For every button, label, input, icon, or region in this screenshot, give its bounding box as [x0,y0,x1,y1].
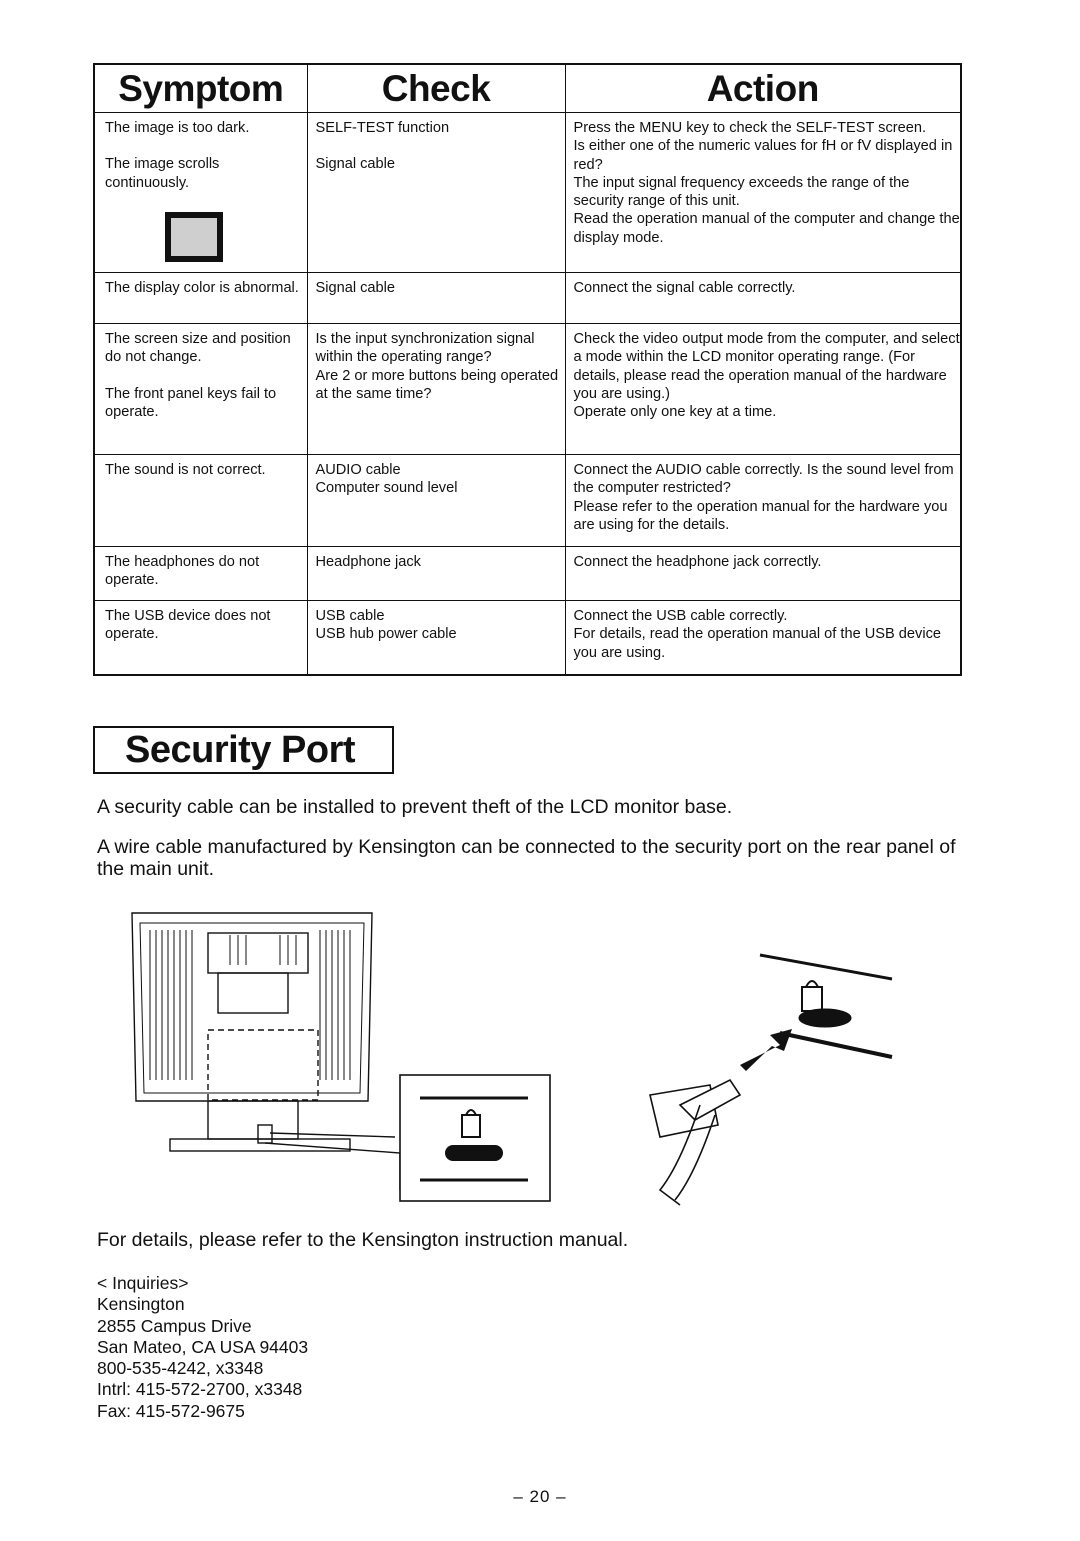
symptom-text: The USB device does not operate. [105,608,271,643]
action-text: Operate only one key at a time. [573,404,777,421]
kensington-lock-icon [399,1074,551,1202]
check-text: Signal cable [315,280,396,296]
check-cell: Headphone jack [306,546,566,601]
action-cell: Connect the headphone jack correctly. [564,546,962,601]
symptom-cell: The screen size and position do not chan… [93,323,308,455]
table-row: The USB device does not operate. USB cab… [93,600,962,675]
check-text: Are 2 or more buttons being operated at … [315,367,559,402]
monitor-rear-icon [131,912,401,1190]
action-cell: Connect the signal cable correctly. [564,272,962,324]
page-number: – 20 – [513,1487,567,1506]
check-cell: Is the input synchronization signal with… [306,323,566,455]
symptom-text: The image scrolls continuously. [105,156,220,191]
action-cell: Connect the AUDIO cable correctly. Is th… [564,454,962,547]
table-row: The screen size and position do not chan… [93,323,962,455]
troubleshooting-table: Symptom Check Action The image is too da… [93,63,962,676]
table-row: The display color is abnormal. Signal ca… [93,272,962,324]
security-port-title: Security Port [93,726,394,774]
table-header-row: Symptom Check Action [93,63,962,113]
action-text: Check the video output mode from the com… [573,331,960,402]
action-text: Connect the USB cable correctly. [573,608,788,624]
check-text: Headphone jack [315,554,421,570]
check-text: Computer sound level [315,480,458,497]
symptom-text: The front panel keys fail to operate. [105,385,277,420]
contact-line: < Inquiries> [97,1273,189,1293]
header-check: Check [306,63,566,113]
table-row: The sound is not correct. AUDIO cable Co… [93,454,962,547]
symptom-cell: The USB device does not operate. [93,600,308,675]
check-cell: Signal cable [306,272,566,324]
security-paragraph-2: A wire cable manufactured by Kensington … [97,836,956,880]
contact-line: Kensington [97,1294,185,1315]
contact-line: 2855 Campus Drive [97,1315,252,1336]
action-text: Connect the signal cable correctly. [573,280,796,296]
symptom-text: The sound is not correct. [105,462,266,478]
arrow-icon [740,1029,792,1071]
contact-line: 800-535-4242, x3348 [97,1358,264,1379]
table-row: The headphones do not operate. Headphone… [93,546,962,601]
contact-info: < Inquiries> Kensington 2855 Campus Driv… [97,1273,308,1422]
action-text: Connect the headphone jack correctly. [573,554,822,570]
check-cell: SELF-TEST function Signal cable [306,112,566,273]
header-action: Action [564,63,962,113]
action-text: The input signal frequency exceeds the r… [573,174,910,210]
security-cable-icon [649,953,893,1206]
contact-line: Fax: 415-572-9675 [97,1400,245,1421]
check-cell: USB cable USB hub power cable [306,600,566,675]
security-port-illustration [131,912,893,1206]
check-text: SELF-TEST function [315,120,450,136]
check-text: AUDIO cable [315,462,401,478]
security-paragraph-3: For details, please refer to the Kensing… [97,1229,629,1251]
header-symptom: Symptom [93,63,308,113]
symptom-cell: The sound is not correct. [93,454,308,547]
check-text: USB cable [315,608,385,624]
contact-line: San Mateo, CA USA 94403 [97,1336,309,1357]
action-text: For details, read the operation manual o… [573,626,942,661]
action-text: Read the operation manual of the compute… [573,211,960,246]
symptom-cell: The headphones do not operate. [93,546,308,601]
action-text: Please refer to the operation manual for… [573,498,948,533]
symptom-text: The screen size and position do not chan… [105,331,291,366]
symptom-cell: The display color is abnormal. [93,272,308,324]
action-text: Press the MENU key to check the SELF-TES… [573,120,927,136]
security-paragraph-1: A security cable can be installed to pre… [97,796,733,818]
check-cell: AUDIO cable Computer sound level [306,454,566,547]
action-cell: Connect the USB cable correctly. For det… [564,600,962,675]
action-cell: Press the MENU key to check the SELF-TES… [564,112,962,273]
action-text: Connect the AUDIO cable correctly. Is th… [573,462,954,497]
scrolling-screen-icon [165,211,223,262]
symptom-text: The image is too dark. [105,120,250,136]
table-row: The image is too dark. The image scrolls… [93,112,962,273]
action-cell: Check the video output mode from the com… [564,323,962,455]
contact-line: Intrl: 415-572-2700, x3348 [97,1379,303,1400]
check-text: Is the input synchronization signal with… [315,331,535,366]
symptom-text: The headphones do not operate. [105,554,260,589]
check-text: Signal cable [315,156,396,173]
symptom-cell: The image is too dark. The image scrolls… [93,112,308,273]
symptom-text: The display color is abnormal. [105,280,299,296]
check-text: USB hub power cable [315,626,457,643]
action-text: Is either one of the numeric values for … [573,138,953,173]
